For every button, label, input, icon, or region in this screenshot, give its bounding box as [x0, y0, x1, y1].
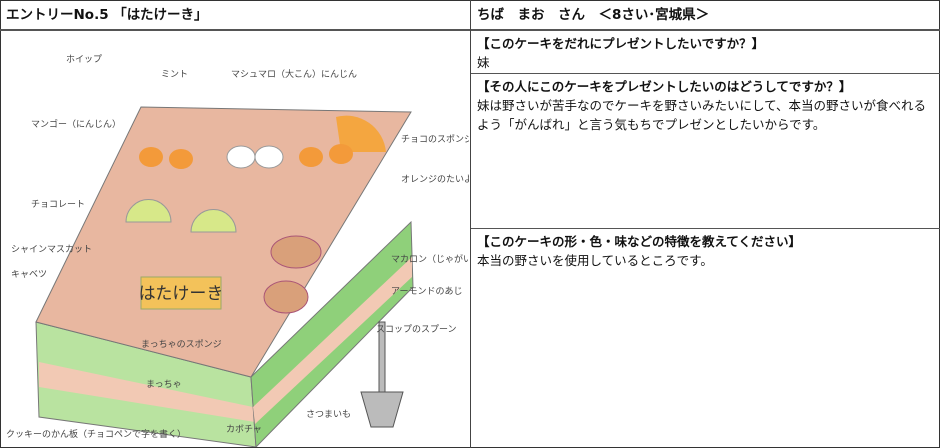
macarons — [263, 235, 322, 314]
label-macaron: マカロン（じゃがいも） — [391, 253, 469, 265]
answer-text: 本当の野さいを使用しているところです。 — [477, 253, 713, 268]
answer-text: 妹は野さいが苦手なのでケーキを野さいみたいにして、本当の野さいが食べれるよう「が… — [477, 98, 927, 132]
answer-text: 妹 — [477, 55, 490, 70]
label-mint: ミント — [161, 70, 188, 80]
label-choco-sponge: チョコのスポンジ — [401, 134, 469, 145]
divider — [471, 228, 940, 229]
sign-text: はたけーき — [139, 284, 224, 304]
divider — [471, 73, 940, 74]
label-almond: アーモンドのあじ — [391, 286, 462, 297]
question-label: 【その人にこのケーキをプレゼントしたいのはどうしてですか？】 — [477, 79, 852, 94]
cake-cream-layer — [39, 362, 255, 422]
label-cabbage: キャベツ — [11, 270, 47, 280]
label-marshmallow: マシュマロ（大こん）にんじん — [231, 68, 357, 80]
daikon — [226, 145, 284, 169]
cake-right-cream — [253, 257, 412, 424]
question-features: 【このケーキの形・色・味などの特徴を教えてください】 本当の野さいを使用している… — [471, 230, 940, 446]
question-label: 【このケーキをだれにプレゼントしたいですか？】 — [477, 36, 765, 51]
carrots — [139, 144, 353, 169]
sign-board — [140, 276, 222, 310]
orange-sun — [336, 115, 386, 152]
label-cookie-sign: クッキーのかん板（チョコペンで字を書く） — [6, 428, 186, 440]
label-shine-muscat: シャインマスカット — [11, 244, 92, 255]
cake-drawing: はたけーき ホイップ ミント マシュマロ（大こん）にんじん マンゴー（にんじん）… — [6, 54, 469, 447]
shovel-spoon-icon — [360, 321, 404, 428]
question-recipient: 【このケーキをだれにプレゼントしたいですか？】 妹 — [471, 32, 940, 73]
question-label: 【このケーキの形・色・味などの特徴を教えてください】 — [477, 234, 802, 249]
cake-top — [35, 106, 412, 378]
label-chocolate: チョコレート — [31, 199, 85, 210]
label-mango: マンゴー（にんじん） — [31, 118, 121, 130]
label-matcha-sponge: まっちゃのスポンジ — [141, 339, 222, 350]
author-info: ちば まお さん ＜8さい･宮城県＞ — [471, 0, 940, 31]
question-reason: 【その人にこのケーキをプレゼントしたいのはどうしてですか？】 妹は野さいが苦手な… — [471, 75, 940, 228]
label-sweet-potato: さつまいも — [306, 409, 351, 420]
label-pumpkin: カボチャ — [226, 424, 262, 435]
label-shovel-spoon: スコップのスプーン — [376, 324, 457, 335]
label-orange-sun: オレンジのたいよう — [401, 174, 469, 185]
column-divider — [470, 0, 471, 448]
entry-title: エントリーNo.5 「はたけーき」 — [0, 0, 470, 31]
label-whip: ホイップ — [66, 54, 102, 65]
label-matcha: まっちゃ — [146, 379, 182, 390]
melons — [125, 199, 237, 233]
